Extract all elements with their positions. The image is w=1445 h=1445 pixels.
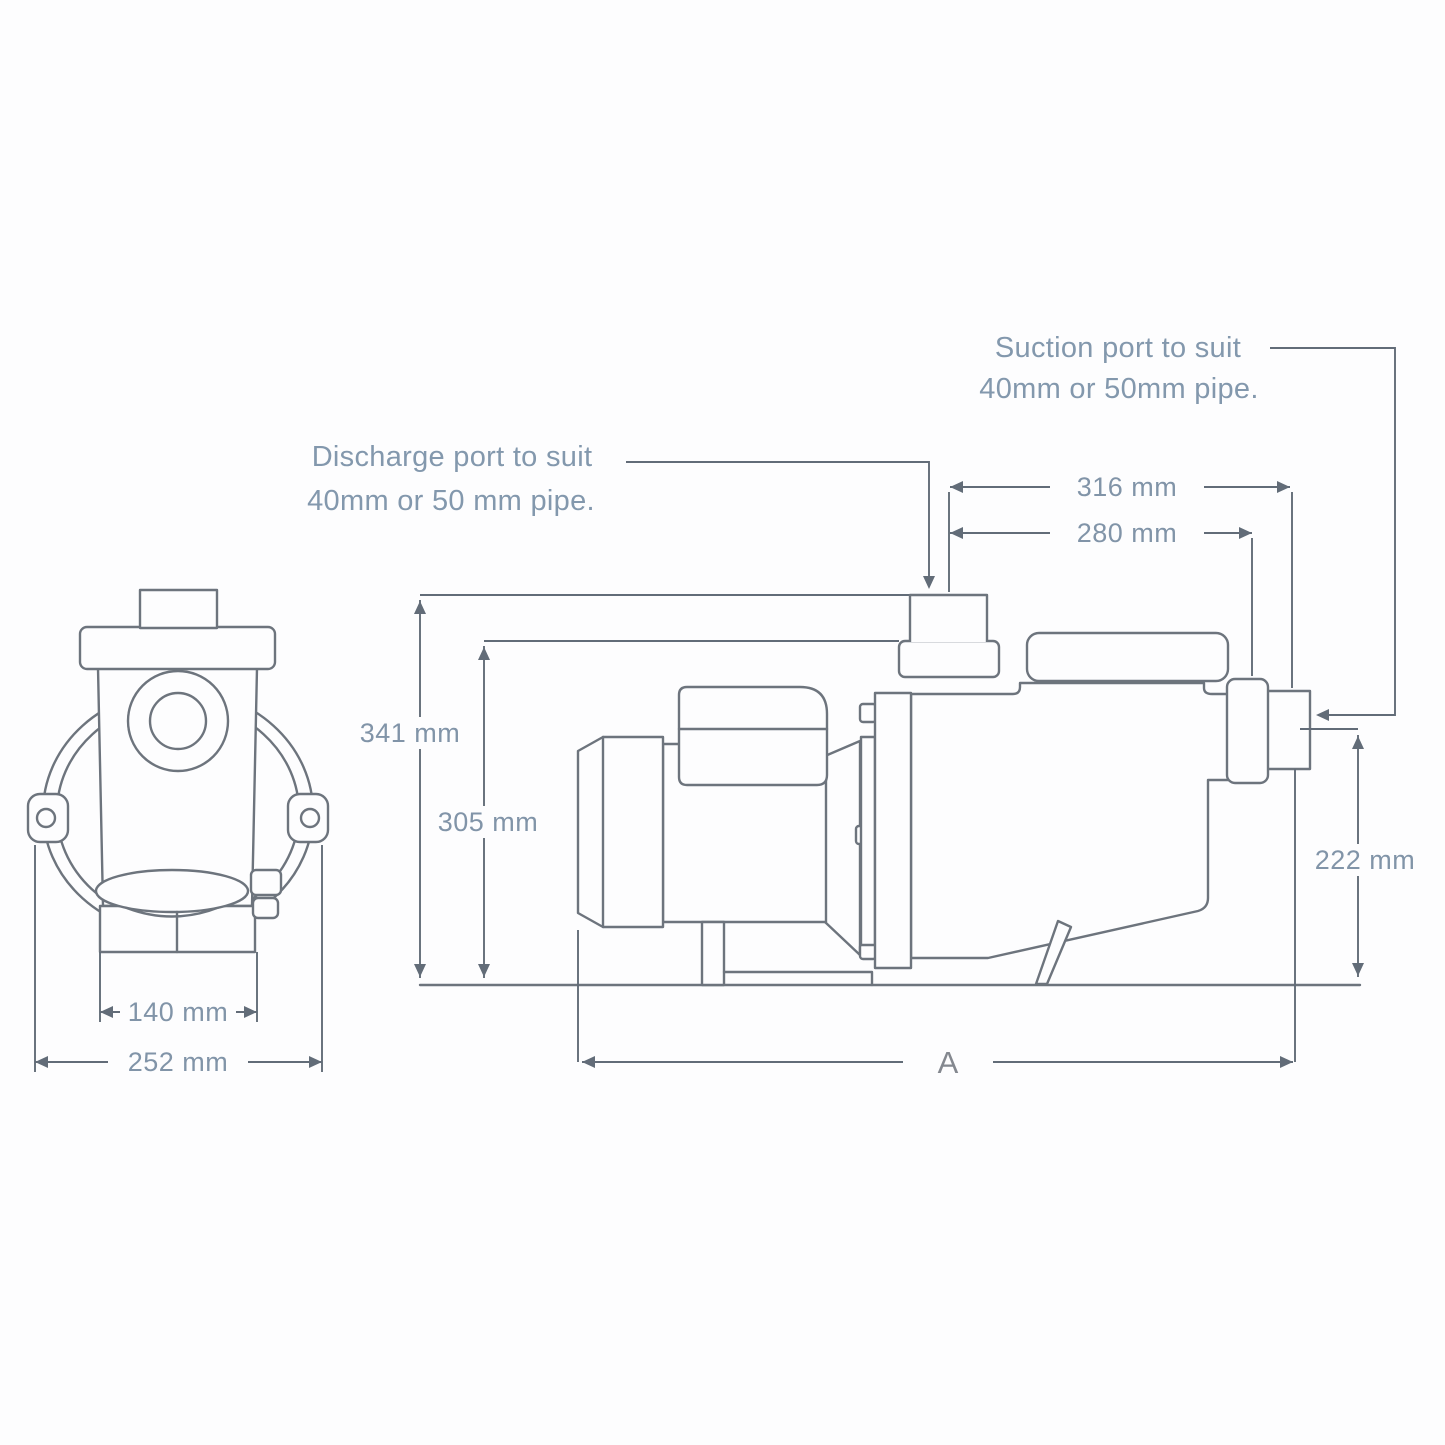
dim-label-316mm: 316 mm [1077,472,1178,502]
mount-ear-right-hole [299,807,321,829]
motor-foot [700,920,726,987]
suction-pipe [1264,689,1312,771]
clamp-knob-upper [249,868,283,897]
seal-plate-tab-bottom [858,942,878,961]
port-opening-inner [148,691,208,751]
dim-label-280mm: 280 mm [1077,518,1178,548]
tank-bowl-rim [94,868,250,914]
suction-leader-line [1270,347,1396,716]
discharge-leader-line [626,461,930,583]
side-view-drawing [418,593,1362,987]
strainer-tank-body [909,681,1234,960]
front-view-drawing [26,588,330,954]
dimension-front-outer-width: 252 mm [34,845,323,1077]
discharge-collar [897,639,1001,679]
dimension-body-height: 305 mm [424,646,552,978]
dim-label-252mm: 252 mm [128,1047,229,1077]
dimension-base-length: A [577,769,1296,1080]
tank-support-ledge [722,970,874,987]
discharge-callout: Discharge port to suit 40mm or 50 mm pip… [307,441,935,589]
dimension-top-316: 316 mm [948,471,1293,688]
discharge-stub-front [138,588,219,630]
seal-plate-tab-top [858,702,878,724]
dim-label-A: A [938,1045,959,1080]
port-opening-outer [126,669,230,773]
strainer-lid [1025,631,1230,683]
suction-label-line1: Suction port to suit [995,332,1241,364]
suction-callout: Suction port to suit 40mm or 50mm pipe. [979,332,1396,721]
seal-plate [873,691,913,970]
arrowhead [414,601,426,614]
discharge-label-line2: 40mm or 50 mm pipe. [307,485,595,517]
arrowhead [244,1006,257,1018]
dim-label-305mm: 305 mm [438,807,539,837]
motor-rear-cap [576,735,665,929]
dim-label-140mm: 140 mm [128,997,229,1027]
arrowhead [100,1006,113,1018]
dimension-suction-height: 222 mm [1300,728,1431,977]
arrowhead [1316,709,1329,721]
arrowhead [1277,481,1290,493]
dim-label-222mm: 222 mm [1315,845,1416,875]
arrowhead [582,1056,595,1068]
discharge-label-line1: Discharge port to suit [312,441,593,473]
arrowhead [35,1056,48,1068]
dimension-top-280: 280 mm [950,517,1253,676]
clamp-knob-lower [251,896,280,920]
terminal-box [677,685,829,787]
seal-plate-back-strip [859,735,877,947]
arrowhead [950,481,963,493]
discharge-port-stub [908,593,989,642]
arrowhead [414,964,426,977]
arrowhead [478,964,490,977]
arrowhead [950,527,963,539]
arrowhead [1352,963,1364,976]
dimension-overall-height: 341 mm [346,600,474,978]
arrowhead [1239,527,1252,539]
arrowhead [1280,1056,1293,1068]
arrowhead [309,1056,322,1068]
suction-label-line2: 40mm or 50mm pipe. [979,373,1258,405]
drain-stand-blade [1034,919,1073,986]
arrowhead [1352,736,1364,749]
lid-cap-front [78,625,277,671]
dimension-front-inner-width: 140 mm [99,952,258,1027]
motor-transition [823,739,862,957]
dim-label-341mm: 341 mm [360,718,461,748]
arrowhead [923,576,935,589]
suction-flange [1225,677,1270,785]
mount-ear-left-hole [35,807,57,829]
arrowhead [478,647,490,660]
